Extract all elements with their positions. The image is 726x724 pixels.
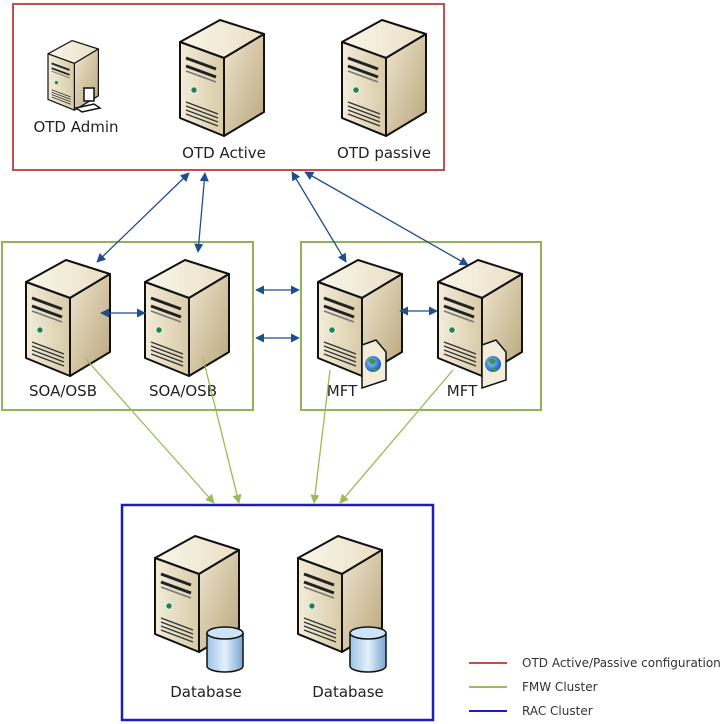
arrow-mft1-db <box>310 369 331 504</box>
database-node-1[interactable]: Database <box>153 534 244 701</box>
otd-active-label: OTD Active <box>182 144 266 162</box>
legend-label: OTD Active/Passive configuration <box>522 656 721 670</box>
server-icon <box>436 258 524 378</box>
legend-item-fmw: FMW Cluster <box>469 680 598 694</box>
legend-item-rac: RAC Cluster <box>469 704 593 718</box>
mft-node-1[interactable]: MFT <box>316 258 404 400</box>
admin-workstation-icon <box>74 87 102 113</box>
server-icon <box>178 18 266 138</box>
server-icon <box>316 258 404 378</box>
otd-active-node[interactable]: OTD Active <box>178 18 266 162</box>
soa-osb-label: SOA/OSB <box>29 382 97 400</box>
arrow-otd-soa2 <box>194 172 209 253</box>
web-document-icon <box>361 339 387 390</box>
soa-osb-node-1[interactable]: SOA/OSB <box>24 258 112 400</box>
database-cylinder-icon <box>349 626 387 673</box>
legend: OTD Active/Passive configuration FMW Clu… <box>469 656 721 718</box>
otd-group-box <box>12 3 445 171</box>
database-label: Database <box>170 683 242 701</box>
green-arrows <box>84 357 454 504</box>
arrow-soa1-db <box>84 357 215 504</box>
otd-passive-node[interactable]: OTD passive <box>337 18 431 162</box>
web-document-icon <box>481 339 507 390</box>
otd-admin-label: OTD Admin <box>33 118 118 136</box>
database-cylinder-icon <box>206 626 244 673</box>
legend-item-otd: OTD Active/Passive configuration <box>469 656 721 670</box>
arrow-otd-soa1 <box>96 172 190 263</box>
server-icon <box>143 258 231 378</box>
arrow-otd-mft2 <box>304 171 469 266</box>
blue-arrows <box>96 171 469 343</box>
server-icon <box>24 258 112 378</box>
otd-passive-label: OTD passive <box>337 144 431 162</box>
server-icon <box>340 18 428 138</box>
database-label: Database <box>312 683 384 701</box>
mft-label: MFT <box>447 382 478 400</box>
arrow-soa2-db <box>202 357 242 504</box>
soa-osb-label: SOA/OSB <box>149 382 217 400</box>
database-node-2[interactable]: Database <box>296 534 387 701</box>
mft-label: MFT <box>327 382 358 400</box>
legend-label: FMW Cluster <box>522 680 598 694</box>
otd-admin-node[interactable]: OTD Admin <box>33 39 119 136</box>
legend-label: RAC Cluster <box>522 704 593 718</box>
mft-node-2[interactable]: MFT <box>436 258 524 400</box>
soa-osb-node-2[interactable]: SOA/OSB <box>143 258 231 400</box>
arrow-mft2-db <box>339 369 454 504</box>
rac-cluster-box <box>120 503 435 722</box>
